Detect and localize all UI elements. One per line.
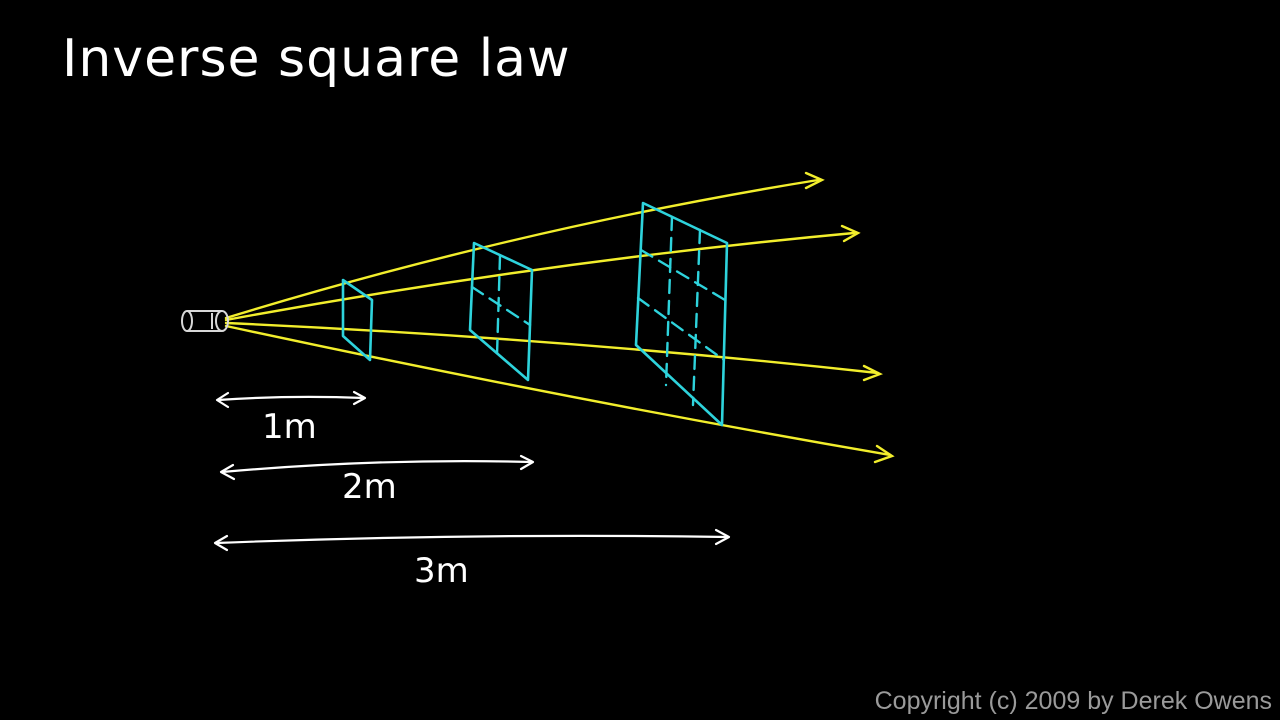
ray-bottom-upper: [224, 321, 880, 375]
sheet-3m-grid-horizontal-1: [639, 248, 727, 302]
sheet-2m-grid-horizontal: [470, 285, 532, 327]
ray-arrowhead-3: [862, 364, 883, 382]
area-sheet-3m: [634, 201, 729, 427]
area-sheet-1m: [341, 278, 374, 362]
distance-markers: [213, 390, 731, 552]
sheet-3m-grid-vertical-1: [664, 215, 674, 387]
ray-arrowhead-4: [873, 444, 895, 464]
copyright-notice: Copyright (c) 2009 by Derek Owens: [874, 687, 1272, 715]
ray-top-lower: [224, 231, 856, 322]
ray-bottom-lower: [224, 324, 892, 457]
light-source-icon: [181, 310, 229, 332]
page-title: Inverse square law: [62, 29, 571, 89]
ray-arrowhead-2: [840, 224, 861, 243]
distance-marker-3m: [213, 528, 731, 552]
sheet-3m-grid-horizontal-2: [636, 296, 726, 362]
area-sheet-2m: [468, 241, 534, 382]
ray-top-upper: [224, 178, 820, 320]
light-rays: [224, 171, 895, 464]
sheet-3m-grid-vertical-2: [691, 228, 702, 407]
distance-label-3m: 3m: [414, 551, 469, 591]
distance-label-1m: 1m: [262, 407, 317, 447]
distance-marker-2m: [219, 454, 535, 481]
ray-arrowhead-1: [804, 171, 825, 190]
distance-marker-1m: [215, 390, 367, 409]
distance-label-2m: 2m: [342, 467, 397, 507]
